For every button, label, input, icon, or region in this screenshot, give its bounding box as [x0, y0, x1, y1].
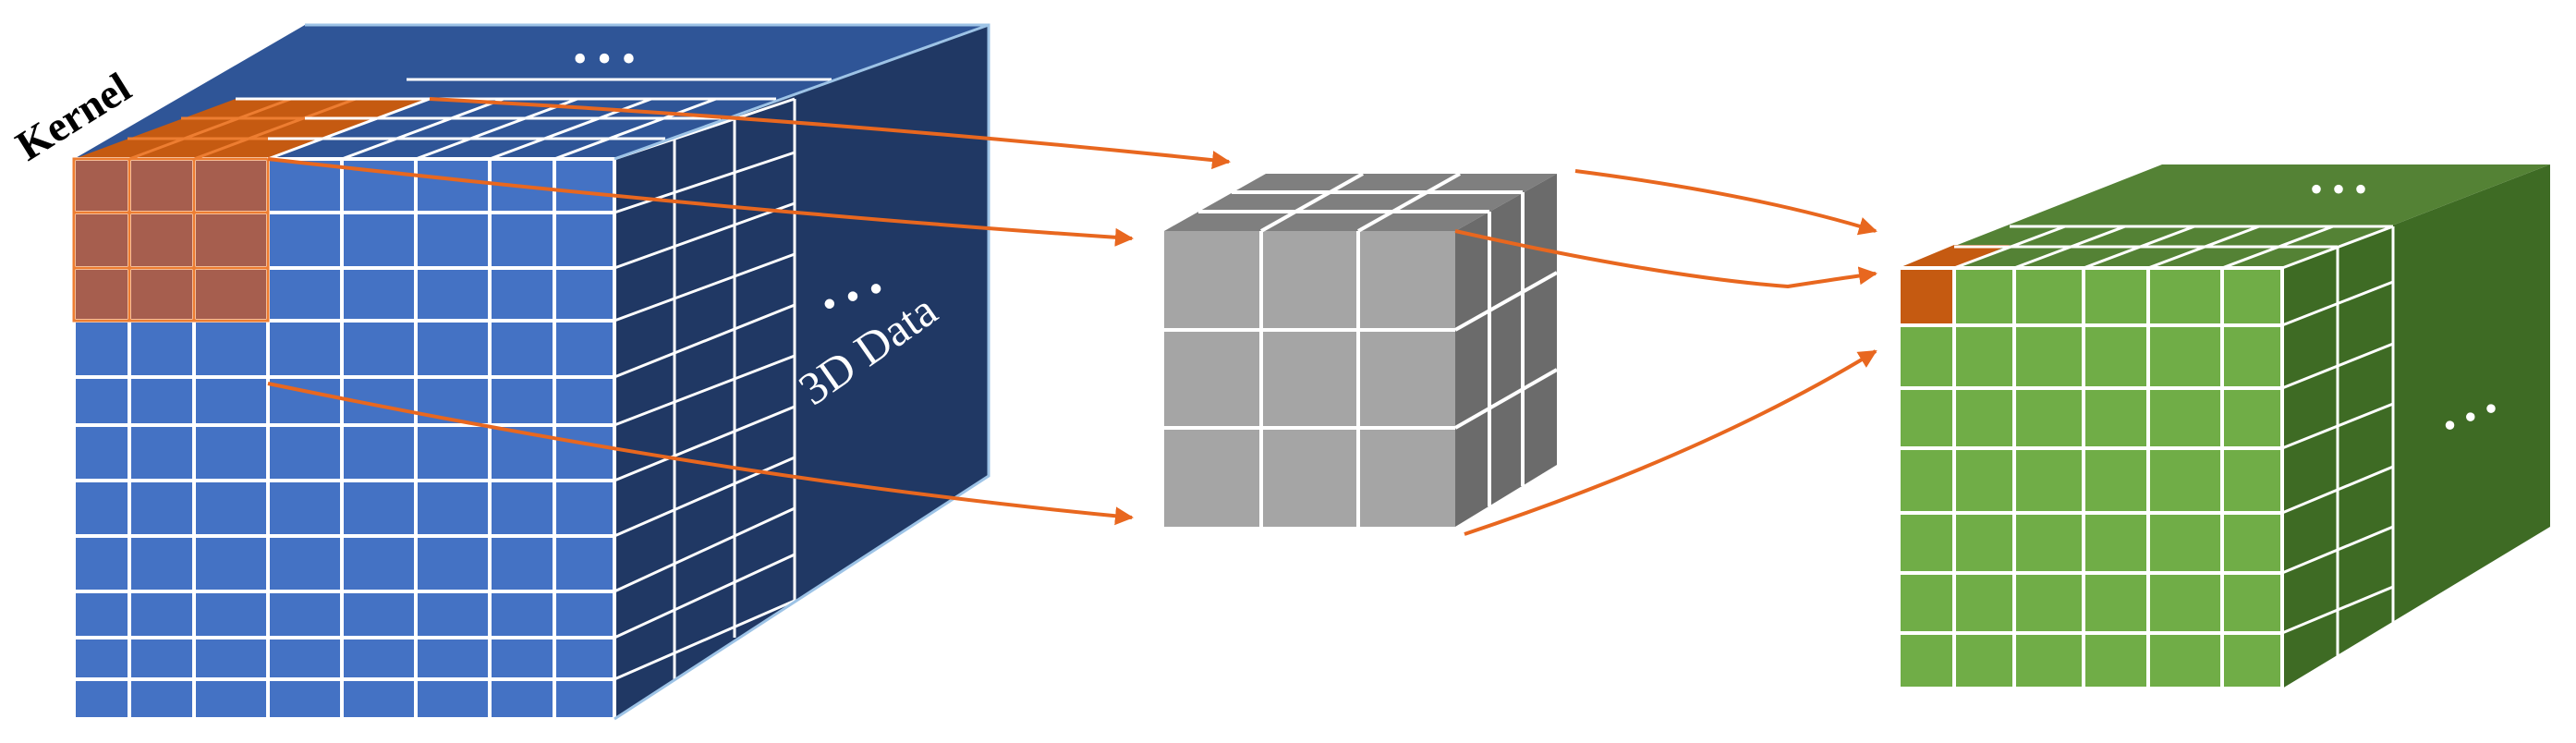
arrow-filter-bottom-to-output: [1464, 349, 1877, 536]
kernel-front-face: [74, 159, 268, 321]
data-cube-top-ellipsis: • • •: [573, 36, 636, 81]
arrow-kernel-bottom-to-filter: [267, 382, 1134, 526]
arrow-kernel-top-to-filter: [429, 97, 1231, 170]
output-cube-front-face: [1899, 268, 2282, 688]
output-cube-side-grid: [2281, 226, 2395, 665]
output-cube-top-ellipsis: • • •: [2310, 168, 2367, 210]
output-cell-highlight: [1899, 268, 1954, 325]
filter-cube-front-face: [1164, 231, 1455, 527]
filter-cube-grid: [1164, 172, 1558, 527]
output-cube-top-grid: [1953, 225, 2394, 270]
output-cube-side-face: [2282, 164, 2550, 688]
arrows: [267, 97, 1877, 536]
arrow-filter-top-to-output: [1574, 169, 1877, 236]
data-cube-edges: [305, 23, 990, 721]
output-cube-top-face: [1899, 164, 2550, 268]
output-cube: • • • • • •: [1897, 164, 2550, 690]
kernel-top-face: [74, 99, 430, 159]
output-cell-top-highlight: [1899, 245, 2010, 268]
filter-cube-side-face: [1455, 174, 1557, 527]
arrow-filter-mid-to-output: [1454, 229, 1877, 289]
data-cube: • • • • • • 3D Data: [72, 23, 990, 721]
filter-cube-top-face: [1164, 174, 1557, 231]
filter-cube: [1164, 172, 1558, 527]
output-cube-front-grid: [1897, 266, 2284, 690]
data-cube-side-grid: [614, 99, 796, 681]
data-cube-side-face: [614, 25, 989, 719]
arrow-kernel-mid-to-filter: [267, 157, 1134, 247]
